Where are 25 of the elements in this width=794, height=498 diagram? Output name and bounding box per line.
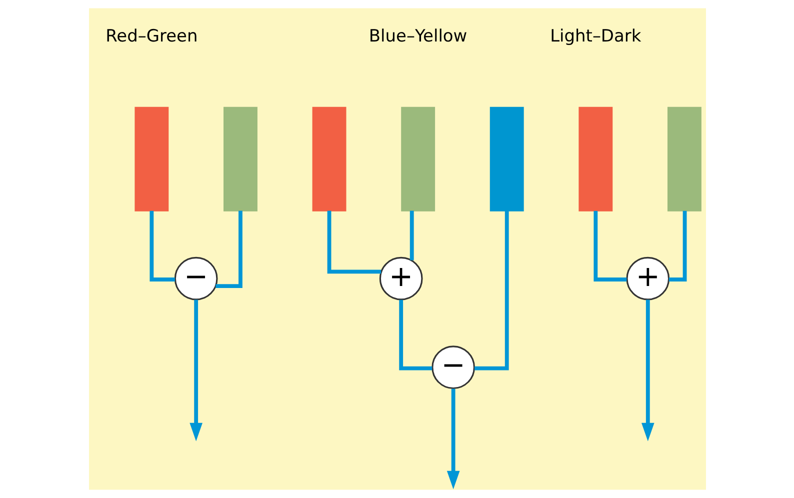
label: Light–Dark	[550, 26, 641, 46]
node-circle: +	[626, 256, 670, 300]
connector	[398, 300, 432, 370]
connector	[215, 210, 242, 288]
node-bar	[400, 106, 435, 212]
arrow	[446, 388, 460, 490]
label: Red–Green	[105, 26, 198, 46]
node-bar	[489, 106, 524, 212]
node-circle: +	[378, 256, 422, 300]
connector	[149, 210, 174, 282]
connector	[409, 210, 414, 260]
arrow	[640, 300, 654, 442]
node-circle: −	[174, 256, 218, 300]
arrow	[189, 300, 202, 442]
connector	[474, 210, 508, 370]
connector	[326, 210, 381, 274]
node-bar	[223, 106, 257, 212]
node-bar	[134, 106, 168, 212]
label: Blue–Yellow	[368, 26, 467, 46]
connector	[668, 210, 686, 282]
node-circle: −	[431, 346, 474, 390]
connector	[593, 210, 626, 282]
node-bar	[666, 106, 701, 212]
node-bar	[578, 106, 612, 212]
node-bar	[312, 106, 346, 212]
